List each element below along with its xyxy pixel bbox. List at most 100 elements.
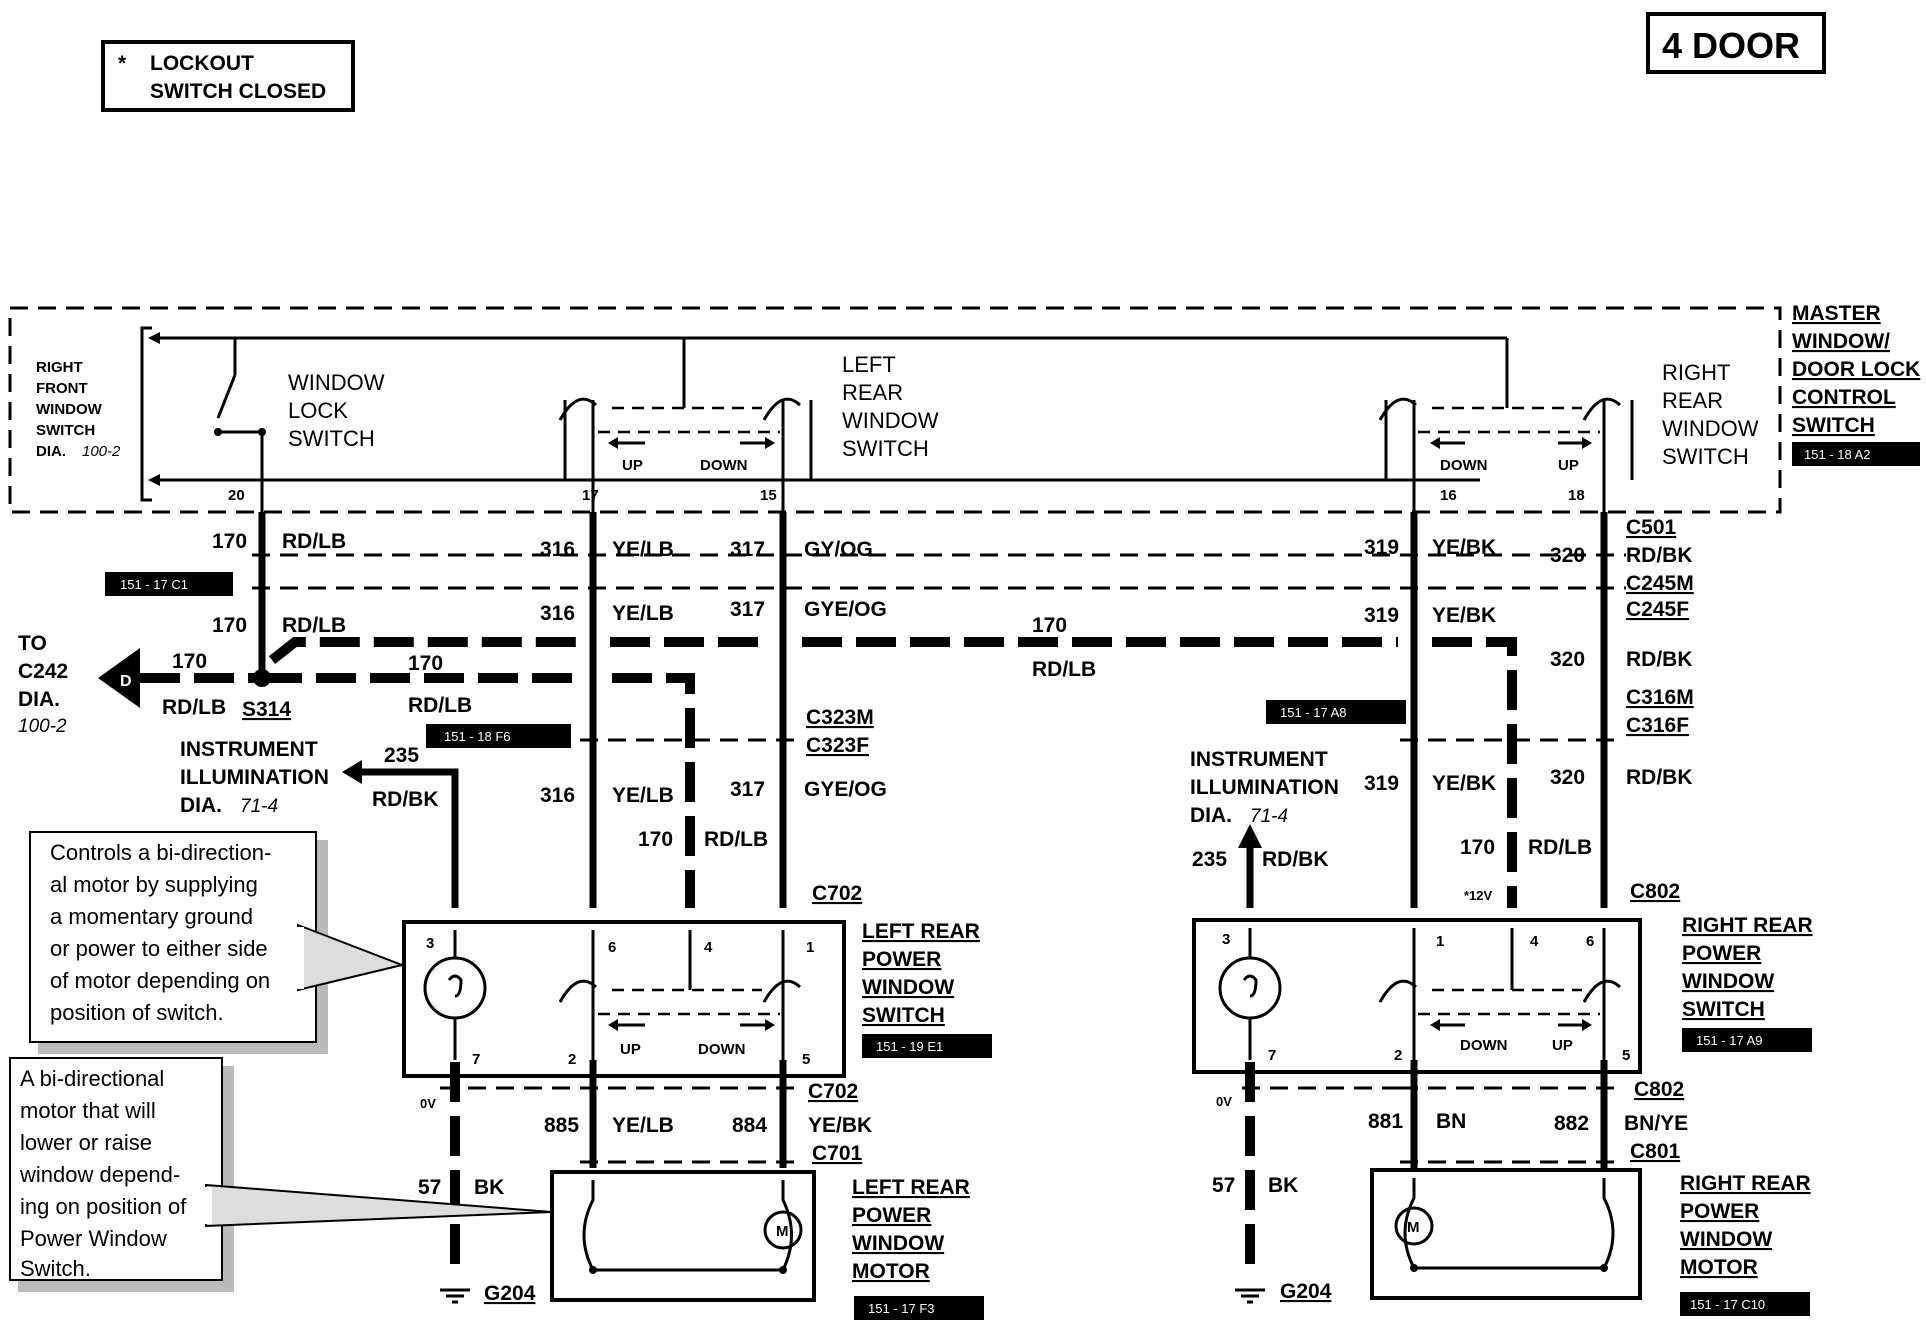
- w170-a: 170: [212, 530, 247, 553]
- pin-17: 17: [582, 487, 599, 504]
- instr-l-2: ILLUMINATION: [180, 766, 329, 789]
- door-tag-text: 4 DOOR: [1662, 25, 1800, 66]
- rs-pin-7: 7: [1268, 1047, 1276, 1064]
- rdlb-a: RD/LB: [282, 530, 346, 553]
- w170-e: 170: [408, 652, 443, 675]
- rs-down: DOWN: [1460, 1037, 1508, 1054]
- rm-title-4: MOTOR: [1680, 1256, 1758, 1279]
- lm-title-3: WINDOW: [852, 1232, 944, 1255]
- rdlb-f: RD/LB: [704, 828, 768, 851]
- rs-up: UP: [1552, 1037, 1573, 1054]
- master-title-4: CONTROL: [1792, 386, 1896, 409]
- yebk-d: YE/BK: [808, 1114, 872, 1137]
- rs-pin-5: 5: [1622, 1047, 1630, 1064]
- master-title-2: WINDOW/: [1792, 330, 1890, 353]
- w316-b: 316: [540, 602, 575, 625]
- w320-c: 320: [1550, 766, 1585, 789]
- rdbk-l: RD/BK: [372, 788, 439, 811]
- w884: 884: [732, 1114, 767, 1137]
- ls-title-1: LEFT REAR: [862, 920, 980, 943]
- window-lock-1: WINDOW: [288, 370, 385, 395]
- legend-line1: LOCKOUT: [150, 52, 254, 75]
- bk-l: BK: [474, 1176, 504, 1199]
- left-motor-box: [550, 1170, 816, 1302]
- instr-l-1: INSTRUMENT: [180, 738, 318, 761]
- pin-16: 16: [1440, 487, 1457, 504]
- ls-pin-7: 7: [472, 1051, 480, 1068]
- ls-pin-1: 1: [806, 939, 814, 956]
- w316-a: 316: [540, 538, 575, 561]
- right-rear-3: WINDOW: [1662, 416, 1759, 441]
- callout-1: [29, 831, 406, 1054]
- ls-title-4: SWITCH: [862, 1004, 945, 1027]
- callout-2: [9, 1057, 553, 1292]
- master-title-3: DOOR LOCK: [1792, 358, 1920, 381]
- rf-ref-2: FRONT: [36, 380, 88, 397]
- lm-title-4: MOTOR: [852, 1260, 930, 1283]
- instr-r-1: INSTRUMENT: [1190, 748, 1328, 771]
- w316-c: 316: [540, 784, 575, 807]
- c801: C801: [1630, 1140, 1681, 1163]
- callout1-3: a momentary ground: [50, 904, 253, 929]
- rs-title-3: WINDOW: [1682, 970, 1774, 993]
- rdlb-c: RD/LB: [1032, 658, 1096, 681]
- door-tag: 4 DOOR: [1646, 12, 1826, 74]
- yelb-c: YE/LB: [612, 784, 674, 807]
- ref-17c10: 151 - 17 C10: [1690, 1297, 1765, 1312]
- ref-19e1: 151 - 19 E1: [876, 1039, 943, 1054]
- rf-ref-4: SWITCH: [36, 422, 95, 439]
- callout2-7: Switch.: [20, 1256, 91, 1281]
- lm-title-1: LEFT REAR: [852, 1176, 970, 1199]
- rs-pin-1: 1: [1436, 933, 1444, 950]
- callout1-2: al motor by supplying: [50, 872, 258, 897]
- w170-b: 170: [212, 614, 247, 637]
- yebk-b: YE/BK: [1432, 604, 1496, 627]
- callout2-6: Power Window: [20, 1226, 167, 1251]
- ref-18a2: 151 - 18 A2: [1804, 447, 1871, 462]
- right-motor-box: [1370, 1168, 1642, 1300]
- s314: S314: [242, 698, 291, 721]
- ls-title-3: WINDOW: [862, 976, 954, 999]
- rdlb-e: RD/LB: [408, 694, 472, 717]
- c242-letter: D: [120, 673, 132, 690]
- ms-up-l: UP: [622, 457, 643, 474]
- left-rear-4: SWITCH: [842, 436, 929, 461]
- left-switch-box: [402, 920, 846, 1078]
- rdbk-a: RD/BK: [1626, 544, 1693, 567]
- c702-b: C702: [808, 1080, 858, 1103]
- w170-f: 170: [638, 828, 673, 851]
- ls-pin-6: 6: [608, 939, 616, 956]
- rm-title-2: POWER: [1680, 1200, 1759, 1223]
- callout1-6: position of switch.: [50, 1000, 224, 1025]
- c323f: C323F: [806, 734, 869, 757]
- pin-18: 18: [1568, 487, 1585, 504]
- lm-title-2: POWER: [852, 1204, 931, 1227]
- rm-m: M: [1407, 1219, 1420, 1236]
- w317-a: 317: [730, 538, 765, 561]
- legend-star: *: [118, 52, 127, 75]
- rf-dia-num: 100-2: [82, 443, 121, 460]
- w882: 882: [1554, 1112, 1589, 1135]
- ls-pin-4: 4: [704, 939, 713, 956]
- callout2-5: ing on position of: [20, 1194, 187, 1219]
- rm-title-3: WINDOW: [1680, 1228, 1772, 1251]
- callout1-5: of motor depending on: [50, 968, 270, 993]
- w235-l: 235: [384, 744, 419, 767]
- w170-d: 170: [172, 650, 207, 673]
- to-c242: D: [98, 648, 140, 708]
- bk-r: BK: [1268, 1174, 1298, 1197]
- ls-title-2: POWER: [862, 948, 941, 971]
- to-c242-dia: 100-2: [18, 716, 67, 737]
- callout2-3: lower or raise: [20, 1130, 152, 1155]
- rdbk-b: RD/BK: [1626, 648, 1693, 671]
- ls-pin-2: 2: [568, 1051, 576, 1068]
- gyeog-b: GYE/OG: [804, 598, 887, 621]
- ls-pin-3: 3: [426, 935, 434, 952]
- callout2-4: window depend-: [19, 1162, 180, 1187]
- ls-pin-5: 5: [802, 1051, 810, 1068]
- legend-box: * LOCKOUT SWITCH CLOSED: [101, 40, 355, 112]
- c316m: C316M: [1626, 686, 1694, 709]
- ref-17a8: 151 - 17 A8: [1280, 705, 1347, 720]
- ms-down-r: DOWN: [1440, 457, 1488, 474]
